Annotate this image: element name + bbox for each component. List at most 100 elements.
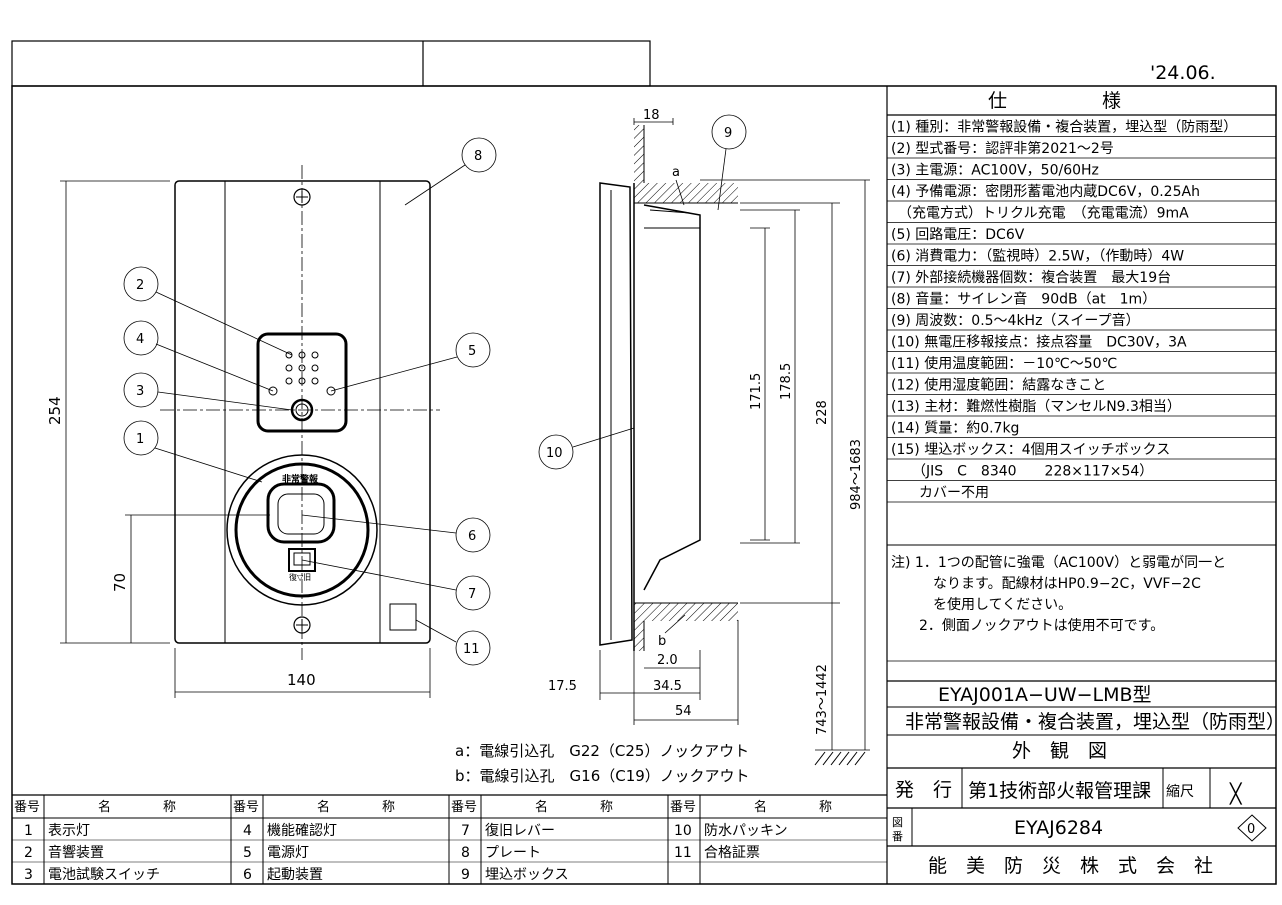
- spec-header: 仕 様: [988, 90, 1121, 112]
- part-name: 埋込ボックス: [485, 867, 569, 883]
- spec-note: なります。配線材はHP0.9−2C，VVF−2C: [891, 576, 1201, 592]
- knockout-b: b：電線引込孔 G16（C19）ノックアウト: [455, 767, 750, 785]
- callout-6: 6: [468, 529, 476, 544]
- parts-table: [12, 794, 887, 884]
- dim-range-lower: 743～1442: [815, 664, 830, 735]
- spec-row: （JIS C 8340 228×117×54）: [891, 464, 1153, 480]
- label-b: b: [658, 634, 666, 649]
- indicator-panel: [256, 332, 348, 433]
- callout-1: 1: [136, 432, 144, 447]
- issuer: 第1技術部火報管理課: [968, 780, 1151, 802]
- label-a: a: [672, 165, 680, 180]
- spec-row: (14) 質量：約0.7kg: [891, 421, 1019, 437]
- part-no: 2: [24, 845, 33, 861]
- spec-note: 注) 1．1つの配管に強電（AC100V）と弱電が同一と: [891, 555, 1226, 571]
- title-block: [887, 680, 1276, 847]
- callouts: [123, 114, 747, 666]
- screw-icon: [293, 616, 311, 634]
- part-name: 起動装置: [267, 867, 323, 883]
- callout-4: 4: [136, 332, 144, 347]
- dim-345: 34.5: [653, 679, 682, 694]
- dim-box-171: 171.5: [749, 373, 764, 410]
- model-description: 非常警報設備・複合装置，埋込型（防雨型）: [905, 711, 1282, 733]
- part-no: 9: [461, 867, 470, 883]
- part-name: 電源灯: [267, 845, 309, 861]
- part-name: プレート: [485, 845, 541, 861]
- part-no: 11: [674, 845, 692, 861]
- speaker-holes: [285, 351, 319, 385]
- lever-label: 復▽旧: [289, 572, 311, 582]
- callout-2: 2: [136, 278, 144, 293]
- spec-row: (10) 無電圧移報接点：接点容量 DC30V，3A: [891, 334, 1187, 351]
- spec-row: (4) 予備電源：密閉形蓄電池内蔵DC6V，0.25Ah: [891, 183, 1200, 200]
- reset-lever: [288, 548, 316, 572]
- part-no: 8: [461, 845, 470, 861]
- button-label: 非常警報: [282, 473, 319, 485]
- indicator-ring: [226, 454, 378, 606]
- drawing-no-label: 図: [892, 816, 903, 829]
- spec-row: (8) 音量：サイレン音 90dB（at 1m）: [891, 291, 1156, 308]
- scale-value: ╳: [1229, 782, 1243, 805]
- callout-9: 9: [724, 126, 732, 141]
- callout-3: 3: [136, 384, 144, 399]
- model-number: EYAJ001A−UW−LMB型: [938, 684, 1152, 706]
- parts-header-name: 名 称: [317, 799, 395, 815]
- parts-header-name: 名 称: [98, 799, 176, 815]
- spec-row: (2) 型式番号：認評非第2021～2号: [891, 140, 1114, 157]
- part-no: 10: [674, 823, 692, 839]
- dim-54: 54: [675, 704, 692, 719]
- spec-row: (13) 主材：難燃性樹脂（マンセルN9.3相当）: [891, 398, 1181, 415]
- callout-11: 11: [463, 642, 480, 657]
- part-name: 電池試験スイッチ: [48, 867, 160, 883]
- callout-8: 8: [474, 149, 482, 164]
- revision: 0: [1247, 822, 1255, 837]
- part-no: 5: [243, 845, 252, 861]
- dim-top-depth: 18: [643, 108, 660, 123]
- spec-row: (3) 主電源：AC100V，50/60Hz: [891, 163, 1099, 179]
- part-name: 防水パッキン: [704, 823, 788, 839]
- side-dimensions: [599, 118, 870, 751]
- parts-header-no: 番号: [670, 800, 696, 815]
- company-name: 能 美 防 災 株 式 会 社: [928, 855, 1213, 877]
- part-no: 1: [24, 823, 33, 839]
- header-box: [11, 40, 651, 87]
- part-name: 合格証票: [704, 845, 760, 861]
- start-button: [266, 482, 336, 544]
- spec-note: を使用してください。: [891, 596, 1072, 613]
- revision-diamond: [1237, 814, 1267, 842]
- power-lamp: [326, 386, 336, 396]
- part-no: 7: [461, 823, 470, 839]
- spec-row: (15) 埋込ボックス：4個用スイッチボックス: [891, 442, 1170, 458]
- spec-row: (12) 使用湿度範囲：結露なきこと: [891, 377, 1106, 394]
- dim-width: 140: [287, 671, 316, 689]
- spec-row: (11) 使用温度範囲：－10℃～50℃: [891, 355, 1117, 372]
- drawing-type: 外 観 図: [1012, 740, 1107, 762]
- spec-row: (7) 外部接続機器個数：複合装置 最大19台: [891, 269, 1171, 286]
- part-name: 音響装置: [48, 844, 104, 861]
- parts-header-name: 名 称: [535, 799, 613, 815]
- drawing-no-label-2: 番: [892, 830, 903, 843]
- parts-rows: 1 表示灯 2 音響装置 3 電池試験スイッチ 4 機能確認灯 5 電源灯 6 …: [24, 822, 788, 883]
- side-view: [599, 125, 738, 651]
- part-no: 3: [24, 867, 33, 883]
- spec-row: (6) 消費電力：（監視時）2.5W，（作動時）4W: [891, 248, 1184, 265]
- callout-5: 5: [468, 344, 476, 359]
- part-no: 4: [243, 823, 252, 839]
- approval-label: [389, 603, 417, 631]
- spec-row: カバー不用: [891, 485, 989, 501]
- spec-row: (5) 回路電圧：DC6V: [891, 227, 1025, 243]
- dim-20: 2.0: [657, 653, 678, 668]
- screw-icon: [293, 188, 311, 206]
- part-name: 復旧レバー: [485, 822, 555, 839]
- dim-height: 254: [46, 396, 64, 425]
- callout-10: 10: [546, 446, 563, 461]
- floor-hatch: [814, 751, 866, 766]
- frame: [11, 85, 1277, 885]
- spec-row: (9) 周波数：0.5～4kHz（スイープ音）: [891, 312, 1140, 329]
- function-lamp: [268, 386, 278, 396]
- front-dimensions: [60, 180, 431, 698]
- knockout-a: a：電線引込孔 G22（C25）ノックアウト: [455, 742, 749, 760]
- part-name: 機能確認灯: [267, 823, 337, 839]
- date: '24.06.: [1150, 62, 1216, 84]
